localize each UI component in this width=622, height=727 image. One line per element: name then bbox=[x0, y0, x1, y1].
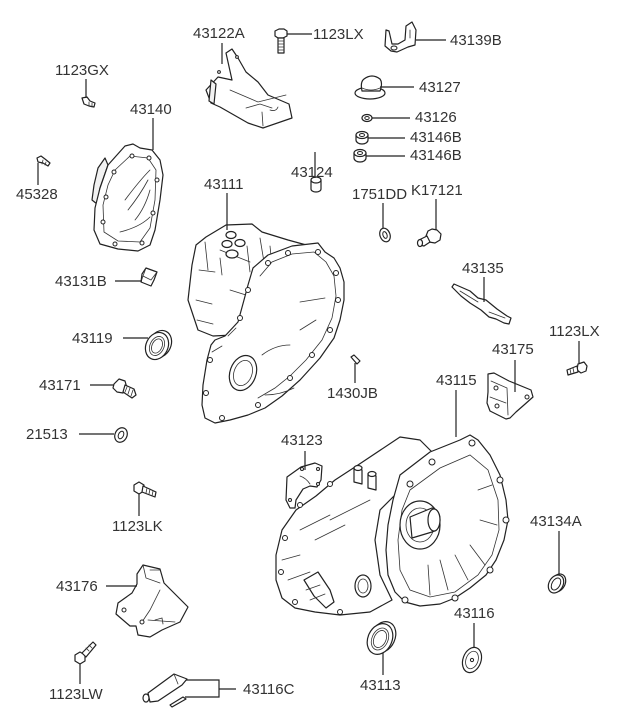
part-43116C-breather-set[interactable] bbox=[142, 673, 188, 708]
callout-K17121[interactable]: K17121 bbox=[411, 182, 463, 199]
callout-43116C[interactable]: 43116C bbox=[243, 681, 295, 698]
callout-43113[interactable]: 43113 bbox=[360, 677, 401, 694]
part-43175-bracket[interactable] bbox=[486, 372, 534, 420]
part-43119-oil-seal[interactable] bbox=[141, 327, 176, 364]
part-43126-bushing[interactable] bbox=[361, 113, 373, 123]
callout-43175[interactable]: 43175 bbox=[492, 341, 534, 358]
part-43171-plug-bolt[interactable] bbox=[112, 378, 137, 399]
callout-43135[interactable]: 43135 bbox=[462, 260, 504, 277]
callout-1123GX[interactable]: 1123GX bbox=[55, 62, 109, 79]
callout-43119[interactable]: 43119 bbox=[72, 330, 113, 347]
callout-43146B-1[interactable]: 43146B bbox=[410, 129, 462, 146]
callout-43171[interactable]: 43171 bbox=[39, 377, 81, 394]
part-43113-oil-seal[interactable] bbox=[362, 617, 400, 658]
callout-43134A[interactable]: 43134A bbox=[530, 513, 582, 530]
callout-43122A[interactable]: 43122A bbox=[193, 25, 245, 42]
part-43122A-mounting-bracket[interactable] bbox=[205, 48, 293, 129]
part-43124-plug[interactable] bbox=[310, 176, 322, 193]
part-1123LW-bolt[interactable] bbox=[74, 641, 97, 665]
callout-43123[interactable]: 43123 bbox=[281, 432, 323, 449]
callout-1123LX-right[interactable]: 1123LX bbox=[549, 323, 600, 340]
callout-43126[interactable]: 43126 bbox=[415, 109, 457, 126]
part-43116-plug-cap[interactable] bbox=[459, 645, 485, 676]
part-43139B-bracket[interactable] bbox=[384, 21, 417, 53]
callout-43116[interactable]: 43116 bbox=[454, 605, 495, 622]
part-43111-transaxle-case[interactable] bbox=[187, 223, 345, 424]
callout-43124[interactable]: 43124 bbox=[291, 164, 333, 181]
part-43131B-magnet[interactable] bbox=[140, 267, 158, 287]
callout-43131B[interactable]: 43131B bbox=[55, 273, 107, 290]
part-43127-rubber-boot[interactable] bbox=[354, 75, 386, 100]
callout-1430JB[interactable]: 1430JB bbox=[327, 385, 378, 402]
callout-45328[interactable]: 45328 bbox=[16, 186, 58, 203]
leader-43116C-bracket bbox=[185, 679, 220, 698]
part-1123LK-bolt[interactable] bbox=[133, 481, 157, 498]
callout-43111[interactable]: 43111 bbox=[204, 176, 244, 193]
part-43123-plate-bracket[interactable] bbox=[285, 462, 323, 509]
callout-1123LX-top[interactable]: 1123LX bbox=[313, 26, 364, 43]
part-43176-cover-bracket[interactable] bbox=[115, 564, 189, 638]
callout-43139B[interactable]: 43139B bbox=[450, 32, 502, 49]
part-1123GX-bolt[interactable] bbox=[81, 96, 96, 108]
part-K17121-drain-plug[interactable] bbox=[416, 228, 442, 248]
part-43146B-bushing-2[interactable] bbox=[353, 148, 367, 163]
part-1430JB-dowel-pin[interactable] bbox=[350, 354, 361, 365]
callout-43146B-2[interactable]: 43146B bbox=[410, 147, 462, 164]
callout-43176[interactable]: 43176 bbox=[56, 578, 98, 595]
callout-1123LW[interactable]: 1123LW bbox=[49, 686, 103, 703]
part-43140-end-cover[interactable] bbox=[91, 143, 164, 252]
part-1123LX-bolt-right[interactable] bbox=[566, 361, 588, 376]
part-43135-oil-guide[interactable] bbox=[451, 283, 512, 325]
part-43134A-seal-ring[interactable] bbox=[545, 571, 569, 595]
callout-21513[interactable]: 21513 bbox=[26, 426, 68, 443]
callout-1751DD[interactable]: 1751DD bbox=[352, 186, 408, 203]
callout-43127[interactable]: 43127 bbox=[419, 79, 461, 96]
part-43146B-bushing-1[interactable] bbox=[355, 130, 369, 145]
part-1123LX-bolt-top[interactable] bbox=[274, 28, 288, 54]
callout-43115[interactable]: 43115 bbox=[436, 372, 477, 389]
part-43115-clutch-housing[interactable] bbox=[275, 434, 510, 616]
callout-43140[interactable]: 43140 bbox=[130, 101, 172, 118]
part-1751DD-washer[interactable] bbox=[378, 227, 392, 244]
callout-1123LK[interactable]: 1123LK bbox=[112, 518, 163, 535]
part-45328-bolt[interactable] bbox=[36, 155, 51, 167]
part-21513-washer[interactable] bbox=[112, 426, 129, 445]
